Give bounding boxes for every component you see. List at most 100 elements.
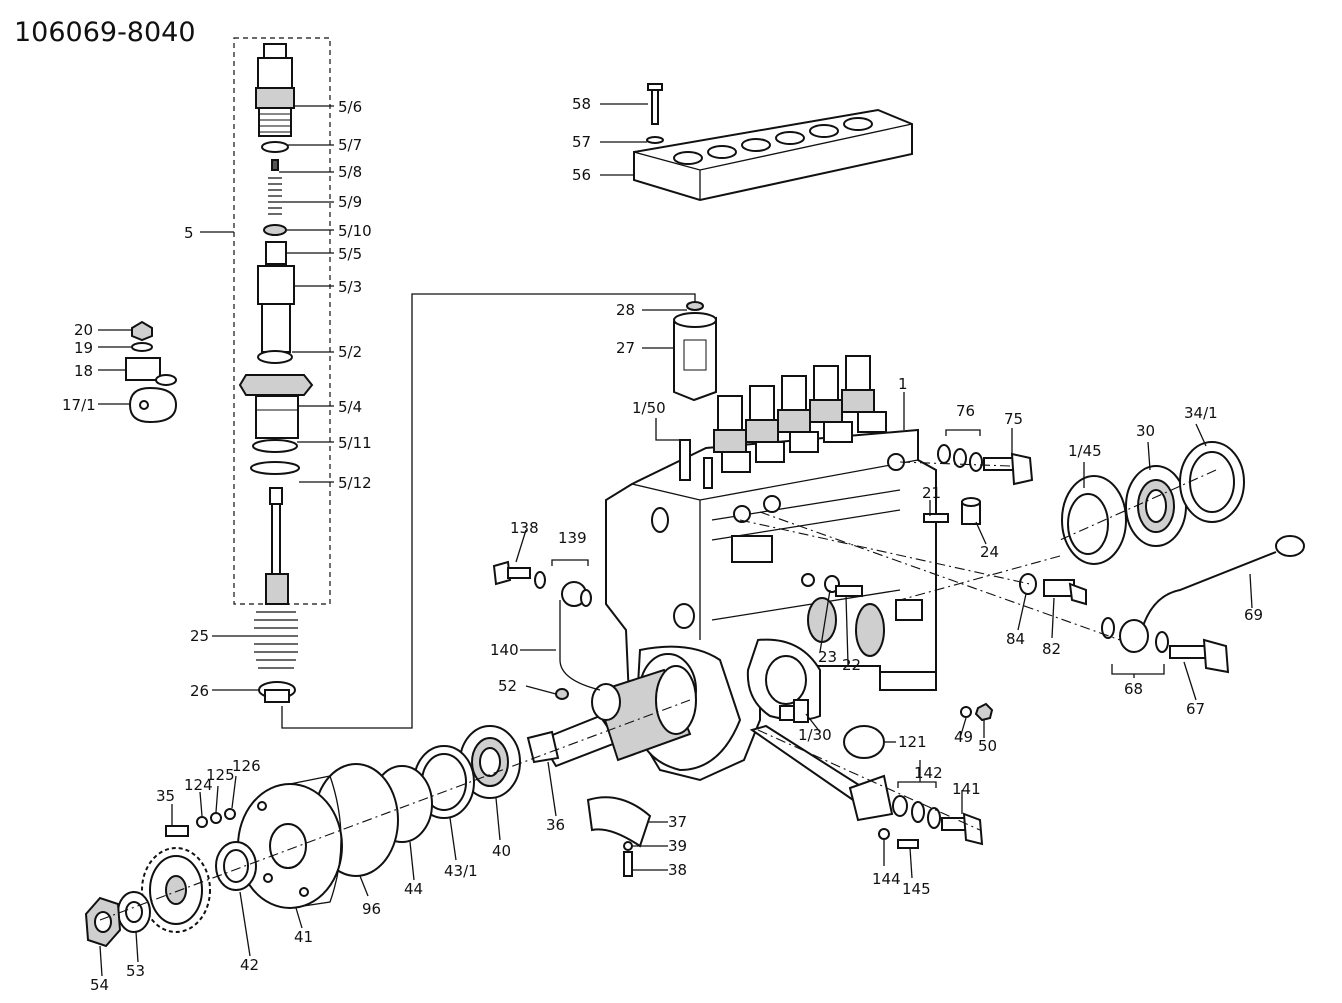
part-26-spring-seat — [258, 681, 296, 703]
callout-5-10: 5/10 — [338, 222, 372, 240]
part-39-washer — [623, 841, 633, 851]
callout-75: 75 — [1004, 410, 1023, 428]
callout-82: 82 — [1042, 640, 1061, 658]
callout-69: 69 — [1244, 606, 1263, 624]
callout-58: 58 — [572, 95, 591, 113]
part-56-cover-plate — [633, 108, 913, 202]
part-58-screw — [647, 83, 663, 125]
part-124-washer — [196, 816, 208, 828]
callout-54: 54 — [90, 976, 109, 994]
callout-67: 67 — [1186, 700, 1205, 718]
part-140-pipe — [559, 600, 601, 691]
callout-56: 56 — [572, 166, 591, 184]
callout-141: 141 — [952, 780, 981, 798]
part-49-washer — [960, 706, 972, 718]
washer-142b — [911, 801, 925, 823]
callout-35: 35 — [156, 787, 175, 805]
washer-142c — [927, 807, 941, 829]
callout-labels: 5/6 5/7 5/8 5/9 5/10 5/5 5/3 5/2 5/4 5/1… — [62, 95, 1263, 994]
part-5-8-stopper — [271, 159, 279, 171]
callout-43-1: 43/1 — [444, 862, 478, 880]
callout-5-3: 5/3 — [338, 278, 362, 296]
part-30-bearing — [1125, 465, 1187, 547]
callout-34-1: 34/1 — [1184, 404, 1218, 422]
callout-1-30: 1/30 — [798, 726, 832, 744]
washer-68a — [1101, 617, 1115, 639]
washer-68b — [1155, 631, 1169, 653]
diagram-title: 106069-8040 — [14, 17, 196, 48]
part-1-50-stud — [679, 439, 691, 481]
assembly-5-boundary — [233, 37, 331, 605]
part-19-washer — [131, 342, 153, 352]
part-5-7-gasket — [261, 141, 289, 153]
washer-139a — [534, 571, 546, 589]
part-5-5-valve — [265, 241, 287, 265]
part-67-banjo-bolt — [1169, 638, 1230, 674]
part-141-bolt — [941, 812, 984, 846]
callout-17-1: 17/1 — [62, 396, 96, 414]
callout-126: 126 — [232, 757, 261, 775]
part-21-pin — [923, 513, 949, 523]
callout-121: 121 — [898, 733, 927, 751]
callout-28: 28 — [616, 301, 635, 319]
housing-window — [731, 535, 773, 563]
callout-5-8: 5/8 — [338, 163, 362, 181]
banjo-fitting — [1119, 619, 1149, 653]
callout-53: 53 — [126, 962, 145, 980]
parts-17-20-group — [125, 320, 178, 424]
washer — [155, 374, 177, 386]
part-1-45-sleeve — [1061, 475, 1127, 565]
bracket-142 — [897, 781, 937, 788]
callout-37: 37 — [668, 813, 687, 831]
callout-84: 84 — [1006, 630, 1025, 648]
callout-42: 42 — [240, 956, 259, 974]
callout-40: 40 — [492, 842, 511, 860]
callout-138: 138 — [510, 519, 539, 537]
part-27-tappet — [673, 312, 717, 402]
part-41-bearing-cover — [237, 775, 343, 909]
callout-5-9: 5/9 — [338, 193, 362, 211]
callout-50: 50 — [978, 737, 997, 755]
callout-19: 19 — [74, 339, 93, 357]
callout-27: 27 — [616, 339, 635, 357]
callout-76: 76 — [956, 402, 975, 420]
callout-144: 144 — [872, 870, 901, 888]
part-25-plunger-spring — [254, 611, 298, 669]
part-82-fitting — [1043, 579, 1087, 606]
connector-line — [281, 293, 696, 729]
part-5-3-barrel — [257, 265, 295, 353]
part-18-bracket — [125, 357, 161, 381]
part-5-11-o-ring — [252, 439, 298, 453]
part-5-9-spring — [268, 177, 282, 215]
part-53-washer — [117, 891, 151, 933]
part-57-washer — [646, 136, 664, 144]
part-17-1-flange — [128, 386, 178, 424]
callout-145: 145 — [902, 880, 931, 898]
part-145-screw — [897, 839, 919, 849]
callout-5-11: 5/11 — [338, 434, 372, 452]
callout-21: 21 — [922, 484, 941, 502]
delivery-valve-assembly — [233, 37, 331, 703]
part-121-o-ring — [843, 725, 885, 759]
part-22-screw — [835, 585, 863, 597]
part-1-30-bracket — [779, 699, 809, 723]
washer-142a — [892, 795, 908, 817]
part-37-cam-bracket — [586, 796, 652, 848]
callout-44: 44 — [404, 880, 423, 898]
part-125-washer — [210, 812, 222, 824]
callout-20: 20 — [74, 321, 93, 339]
callout-68: 68 — [1124, 680, 1143, 698]
bracket-76 — [945, 429, 981, 436]
part-5-10-washer — [263, 224, 287, 236]
callout-30: 30 — [1136, 422, 1155, 440]
leader-lines — [98, 103, 1253, 977]
part-138-bolt — [492, 560, 531, 586]
callout-1: 1 — [898, 375, 908, 393]
callout-41: 41 — [294, 928, 313, 946]
callout-124: 124 — [184, 776, 213, 794]
callout-5-4: 5/4 — [338, 398, 362, 416]
delivery-valve-holders-top — [713, 355, 887, 473]
link-rod — [749, 724, 894, 822]
part-34-1-seal — [1179, 441, 1245, 523]
